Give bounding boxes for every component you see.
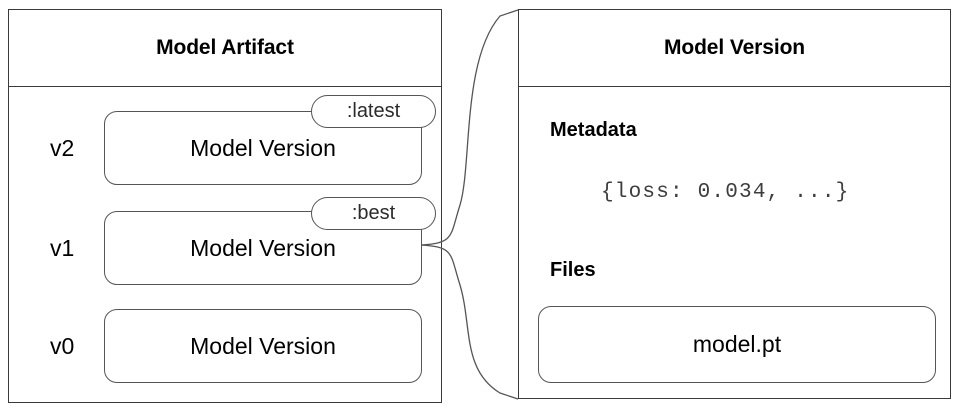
model-version-header: Model Version [519,10,950,87]
model-artifact-title: Model Artifact [156,36,294,59]
files-heading: Files [550,259,596,281]
version-label-v2: v2 [50,135,75,161]
version-label-v0: v0 [50,333,75,359]
model-artifact-panel: Model Artifact v2 Model Version :latest … [8,9,442,403]
model-version-body: Metadata {loss: 0.034, ...} Files model.… [519,87,950,398]
file-item-label: model.pt [692,331,782,357]
file-item-model-pt[interactable]: model.pt [538,306,936,383]
version-row-v0: v0 Model Version [9,309,441,383]
metadata-heading: Metadata [550,119,637,141]
model-version-panel: Model Version Metadata {loss: 0.034, ...… [518,9,951,399]
tag-chip-best-label: :best [351,202,396,224]
version-box-label-v0: Model Version [190,332,336,359]
metadata-value: {loss: 0.034, ...} [601,181,850,204]
version-box-label-v1: Model Version [190,234,336,261]
tag-chip-best[interactable]: :best [311,197,436,230]
version-box-v0[interactable]: Model Version [104,309,422,383]
version-box-label-v2: Model Version [190,134,336,161]
version-row-v1: v1 Model Version :best [9,197,441,285]
version-label-v1: v1 [50,235,75,261]
version-row-v2: v2 Model Version :latest [9,95,441,185]
tag-chip-latest-label: :latest [346,100,401,122]
model-artifact-body: v2 Model Version :latest v1 Model Versio… [9,87,441,402]
model-version-title: Model Version [663,36,806,59]
tag-chip-latest[interactable]: :latest [311,95,436,128]
model-artifact-header: Model Artifact [9,10,441,87]
